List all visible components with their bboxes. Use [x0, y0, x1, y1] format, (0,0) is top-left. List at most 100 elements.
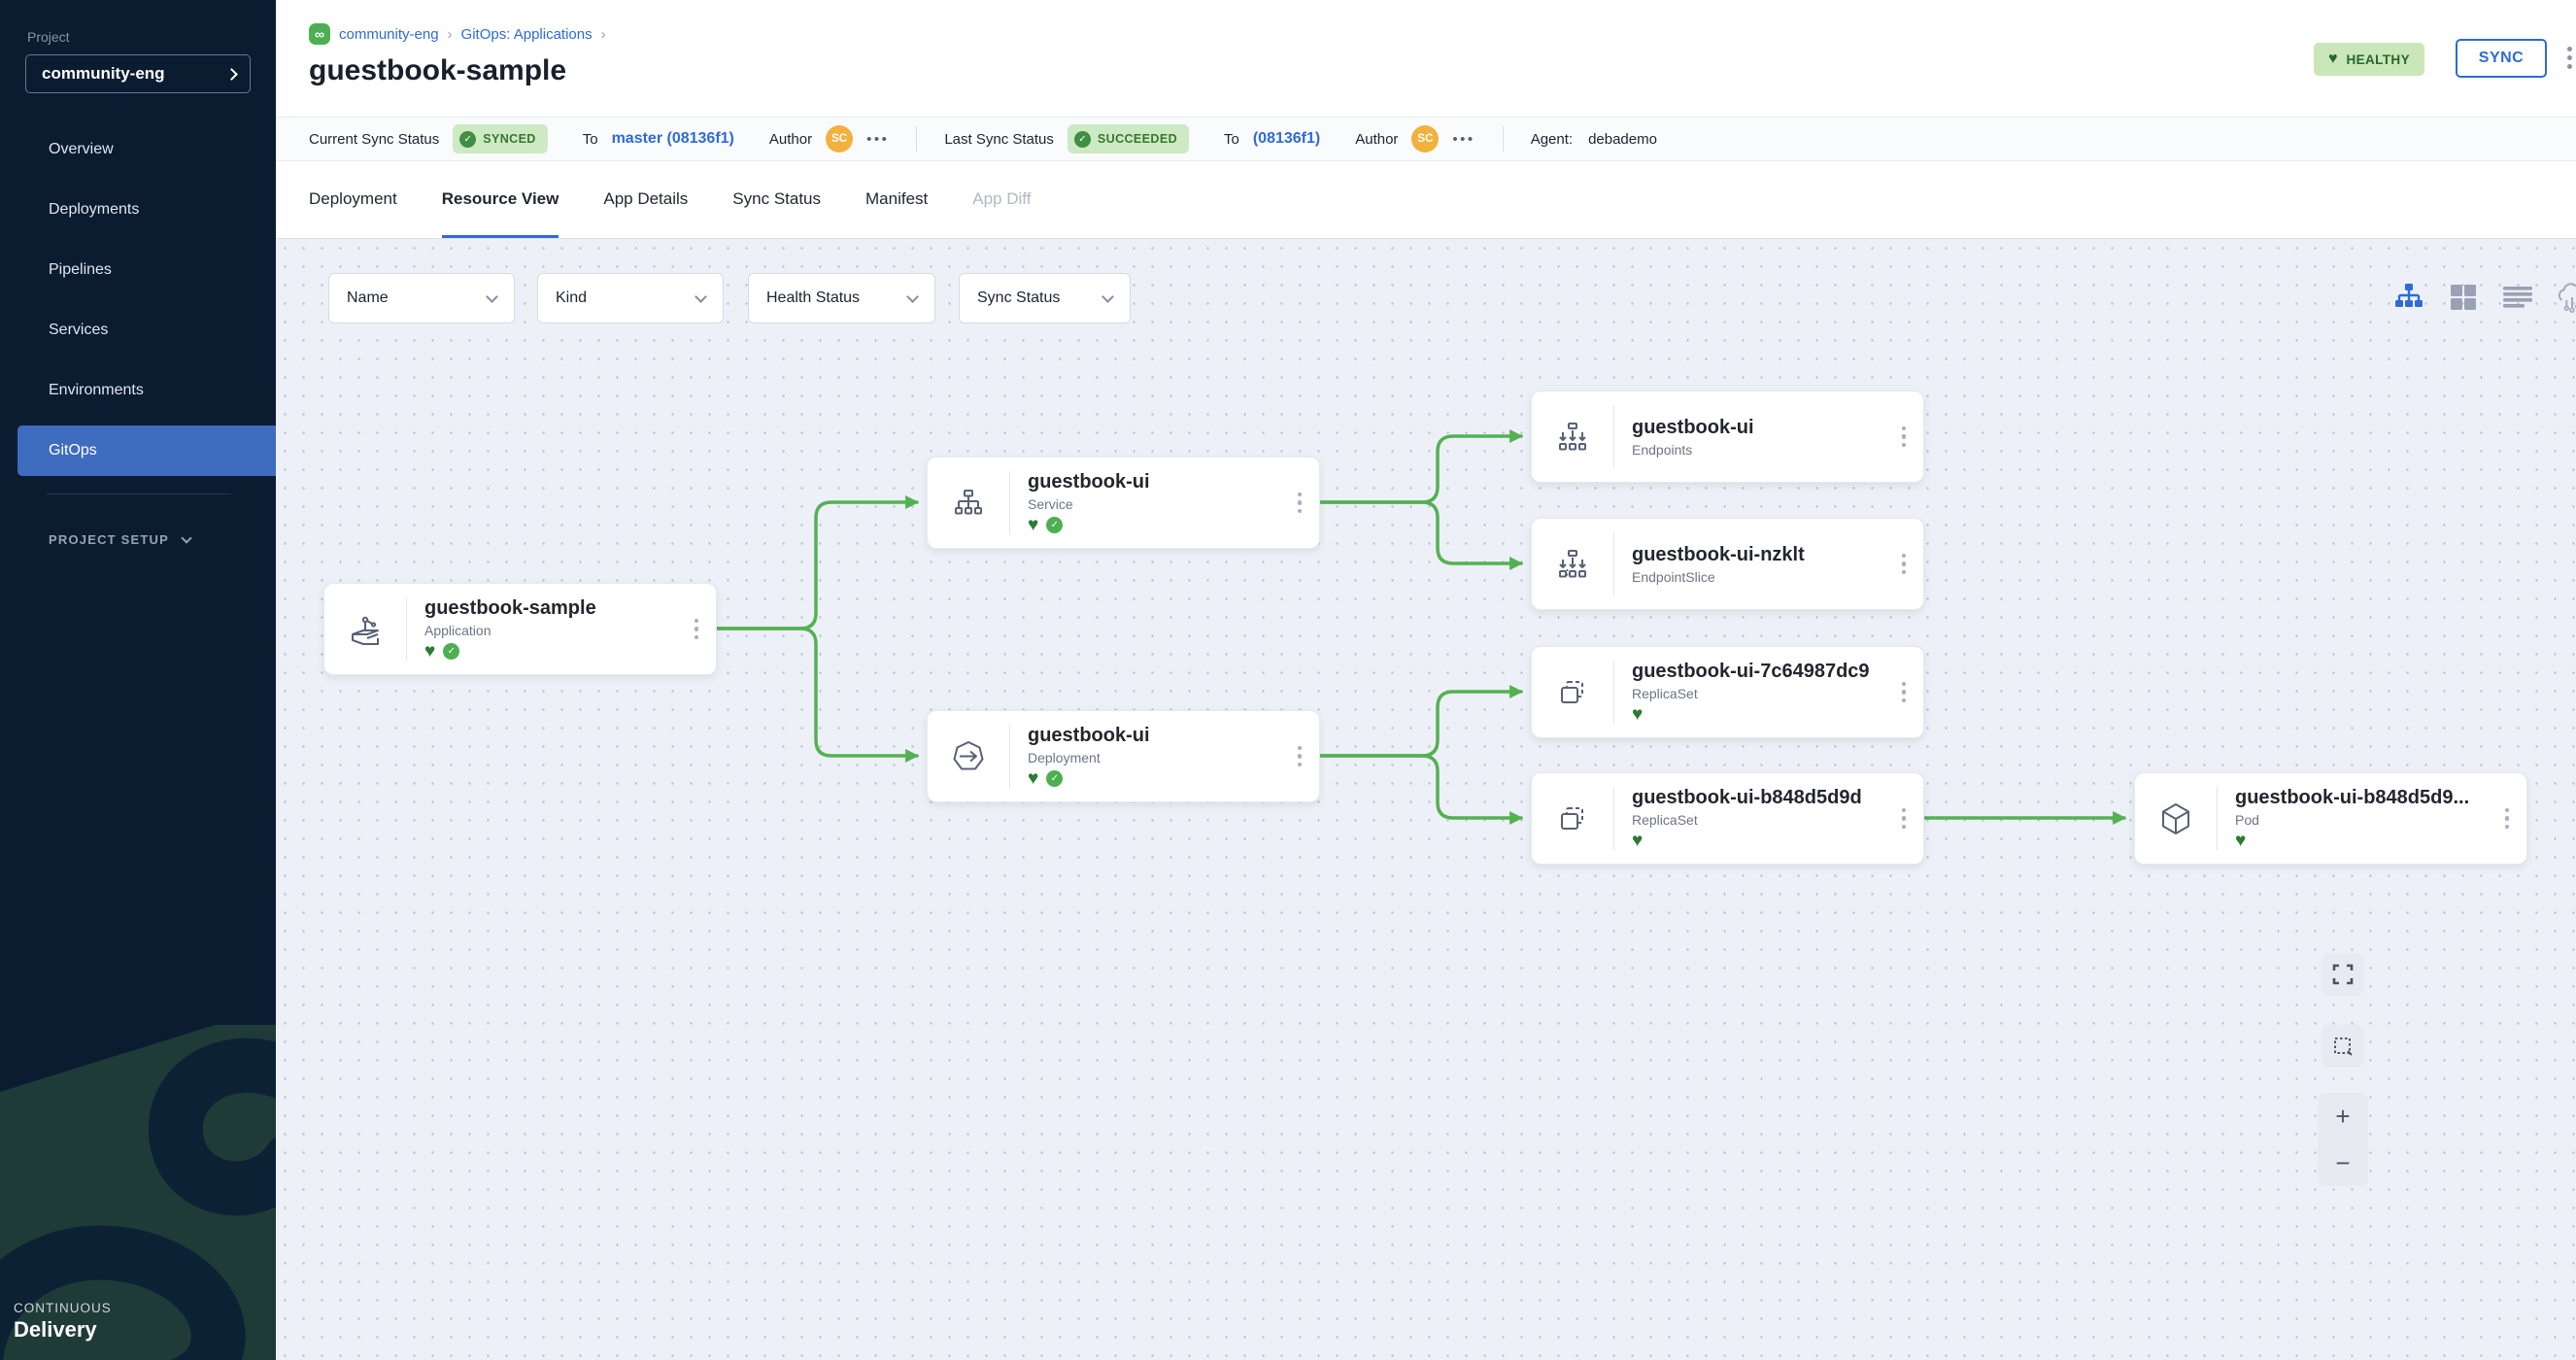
cloud-network-view-button[interactable]: [2555, 280, 2576, 315]
node-menu-button[interactable]: [1884, 773, 1923, 864]
last-sync-status-label: Last Sync Status: [944, 131, 1054, 148]
node-title: guestbook-sample: [424, 597, 677, 620]
last-to-label: To: [1224, 131, 1239, 148]
graph-node-replicaset-7c64987dc9[interactable]: guestbook-ui-7c64987dc9 ReplicaSet ♥: [1531, 646, 1924, 738]
graph-node-replicaset-b848d5d9d[interactable]: guestbook-ui-b848d5d9d ReplicaSet ♥: [1531, 772, 1924, 865]
succeeded-badge: ✓ SUCCEEDED: [1068, 124, 1189, 153]
node-menu-button[interactable]: [1884, 519, 1923, 609]
tab-manifest[interactable]: Manifest: [865, 162, 928, 238]
sidebar-footer: CONTINUOUS Delivery: [0, 1025, 276, 1360]
breadcrumb-section-link[interactable]: GitOps: Applications: [461, 26, 593, 43]
sidebar-nav: Overview Deployments Pipelines Services …: [0, 124, 276, 486]
current-revision-link[interactable]: master (08136f1): [612, 130, 734, 148]
current-to-label: To: [583, 131, 598, 148]
graph-node-application[interactable]: guestbook-sample Application ♥ ✓: [323, 583, 717, 675]
list-view-button[interactable]: [2500, 280, 2535, 315]
fullscreen-button[interactable]: [2322, 953, 2364, 996]
node-menu-button[interactable]: [1884, 391, 1923, 482]
sync-status-bar: Current Sync Status ✓ SYNCED To master (…: [276, 117, 2576, 161]
sidebar-item-gitops[interactable]: GitOps: [17, 425, 276, 476]
sidebar: Project community-eng Overview Deploymen…: [0, 0, 276, 1360]
replicaset-icon: [1532, 647, 1613, 737]
deployment-icon: [928, 711, 1009, 801]
healthy-heart-icon: ♥: [424, 642, 435, 661]
filter-health-status[interactable]: Health Status: [748, 273, 935, 323]
sidebar-item-overview[interactable]: Overview: [0, 124, 276, 175]
zoom-control: + −: [2318, 1093, 2368, 1186]
filter-kind[interactable]: Kind: [537, 273, 724, 323]
node-kind: Application: [424, 623, 677, 638]
sidebar-item-pipelines[interactable]: Pipelines: [0, 245, 276, 295]
region-select-button[interactable]: [2322, 1025, 2364, 1068]
node-title: guestbook-ui-b848d5d9...: [2235, 787, 2488, 809]
divider: [916, 126, 917, 152]
node-kind: Pod: [2235, 812, 2488, 828]
sidebar-item-services[interactable]: Services: [0, 305, 276, 356]
last-more-button[interactable]: •••: [1452, 131, 1474, 148]
breadcrumb-separator: ›: [448, 26, 453, 43]
project-setup-label: PROJECT SETUP: [49, 532, 169, 547]
filter-name[interactable]: Name: [328, 273, 515, 323]
current-author-avatar[interactable]: SC: [826, 125, 853, 153]
filter-kind-label: Kind: [556, 289, 587, 307]
current-more-button[interactable]: •••: [866, 131, 889, 148]
chevron-down-icon: [906, 290, 919, 303]
pod-icon: [2135, 773, 2217, 864]
agent-value: debademo: [1588, 131, 1657, 148]
endpointslice-icon: [1532, 519, 1613, 609]
tree-view-button[interactable]: [2391, 280, 2426, 315]
project-selector-value: community-eng: [42, 64, 165, 84]
node-title: guestbook-ui: [1632, 417, 1884, 439]
heart-icon: ♥: [2328, 51, 2338, 68]
zoom-out-button[interactable]: −: [2318, 1139, 2368, 1186]
project-setup-toggle[interactable]: PROJECT SETUP: [49, 532, 190, 547]
node-menu-button[interactable]: [677, 584, 716, 674]
graph-node-endpoints[interactable]: guestbook-ui Endpoints: [1531, 391, 1924, 483]
node-title: guestbook-ui: [1028, 725, 1280, 747]
graph-node-deployment[interactable]: guestbook-ui Deployment ♥ ✓: [927, 710, 1320, 802]
logo-line-1: CONTINUOUS: [14, 1301, 112, 1315]
header-menu-button[interactable]: [2565, 45, 2574, 71]
node-kind: ReplicaSet: [1632, 812, 1884, 828]
logo-line-2: Delivery: [14, 1317, 112, 1343]
sidebar-item-environments[interactable]: Environments: [0, 365, 276, 416]
tab-deployment[interactable]: Deployment: [309, 162, 397, 238]
tab-resource-view[interactable]: Resource View: [442, 162, 559, 238]
node-menu-button[interactable]: [1280, 711, 1319, 801]
node-kind: Deployment: [1028, 750, 1280, 765]
breadcrumb-project-link[interactable]: community-eng: [339, 26, 439, 43]
project-label: Project: [27, 29, 70, 45]
tab-app-diff[interactable]: App Diff: [972, 162, 1031, 238]
filter-name-label: Name: [347, 289, 389, 307]
succeeded-badge-label: SUCCEEDED: [1098, 132, 1177, 146]
grid-view-button[interactable]: [2446, 280, 2481, 315]
breadcrumb-separator: ›: [601, 26, 606, 43]
gitops-logo-icon: ∞: [309, 23, 330, 45]
project-selector[interactable]: community-eng: [25, 54, 251, 93]
chevron-down-icon: [486, 290, 498, 303]
graph-node-service[interactable]: guestbook-ui Service ♥ ✓: [927, 457, 1320, 549]
node-menu-button[interactable]: [2488, 773, 2526, 864]
endpoints-icon: [1532, 391, 1613, 482]
node-kind: ReplicaSet: [1632, 686, 1884, 701]
node-title: guestbook-ui-7c64987dc9: [1632, 661, 1884, 683]
divider: [1503, 126, 1504, 152]
node-title: guestbook-ui-nzklt: [1632, 544, 1884, 566]
tab-app-details[interactable]: App Details: [603, 162, 688, 238]
tab-sync-status[interactable]: Sync Status: [732, 162, 821, 238]
sync-button[interactable]: SYNC: [2456, 39, 2547, 78]
synced-check-icon: ✓: [443, 643, 459, 660]
graph-node-pod[interactable]: guestbook-ui-b848d5d9... Pod ♥: [2134, 772, 2527, 865]
filter-sync-status[interactable]: Sync Status: [959, 273, 1131, 323]
filter-sync-status-label: Sync Status: [977, 289, 1060, 307]
last-revision-link[interactable]: (08136f1): [1253, 130, 1320, 148]
graph-node-endpointslice[interactable]: guestbook-ui-nzklt EndpointSlice: [1531, 518, 1924, 610]
resource-tree-canvas[interactable]: Name Kind Health Status Sync Status: [276, 239, 2576, 1360]
node-menu-button[interactable]: [1884, 647, 1923, 737]
healthy-heart-icon: ♥: [1632, 832, 1643, 850]
zoom-in-button[interactable]: +: [2318, 1093, 2368, 1139]
last-author-avatar[interactable]: SC: [1411, 125, 1439, 153]
node-menu-button[interactable]: [1280, 458, 1319, 548]
sidebar-item-deployments[interactable]: Deployments: [0, 185, 276, 235]
